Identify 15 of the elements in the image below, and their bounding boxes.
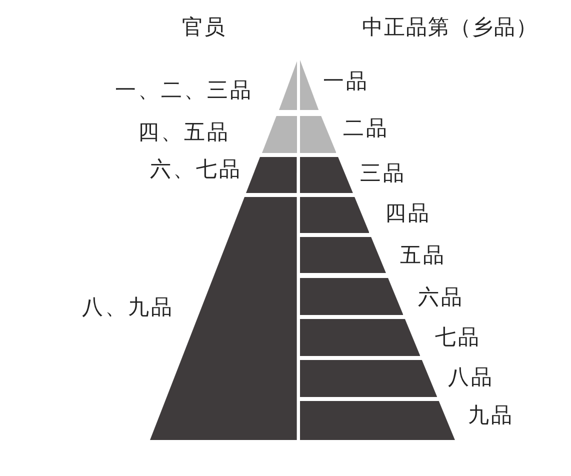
rank-label: 四、五品: [138, 120, 230, 144]
rank-label: 七品: [435, 325, 481, 349]
rank-label: 三品: [360, 161, 406, 185]
rank-label: 九品: [468, 403, 514, 427]
rank-label: 一、二、三品: [115, 78, 253, 102]
rank-label: 八品: [448, 365, 494, 389]
rank-label: 五品: [400, 243, 446, 267]
rank-label: 六、七品: [150, 157, 242, 181]
rank-label: 六品: [418, 285, 464, 309]
rank-label: 八、九品: [82, 295, 174, 319]
rank-label: 一品: [323, 69, 369, 93]
column-heading: 官员: [182, 15, 226, 39]
column-heading: 中正品第（乡品）: [362, 15, 538, 39]
rank-label: 四品: [385, 201, 431, 225]
rank-label: 二品: [343, 116, 389, 140]
